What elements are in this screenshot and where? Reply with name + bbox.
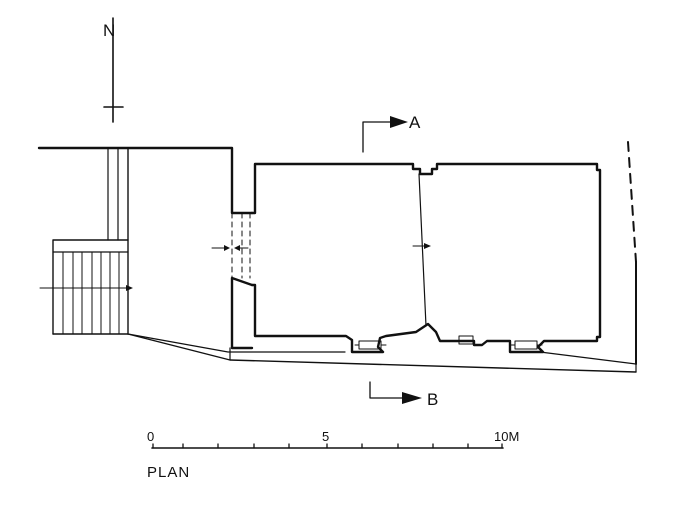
stair <box>52 147 129 335</box>
scale-label-10m: 10M <box>494 429 519 444</box>
scale-label-5: 5 <box>322 429 329 444</box>
exterior-wall <box>37 146 254 350</box>
main-building <box>250 162 602 354</box>
stair-direction-arrow <box>39 285 133 291</box>
section-marker-a: A <box>362 113 421 153</box>
section-marker-b: B <box>369 381 438 409</box>
boundary-dashed-line <box>627 141 637 365</box>
road-edge <box>127 333 637 373</box>
section-a-arrowhead <box>390 116 408 128</box>
scale-label-0: 0 <box>147 429 154 444</box>
plan-title: PLAN <box>147 464 190 481</box>
interior-partition <box>412 173 431 327</box>
scale-bar: 0 5 10M <box>147 429 519 449</box>
passage-arrows <box>211 245 249 251</box>
section-b-arrowhead <box>402 392 422 404</box>
section-b-label: B <box>427 390 438 409</box>
north-arrow: N <box>103 17 124 123</box>
section-a-label: A <box>409 113 421 132</box>
north-label: N <box>103 21 115 40</box>
